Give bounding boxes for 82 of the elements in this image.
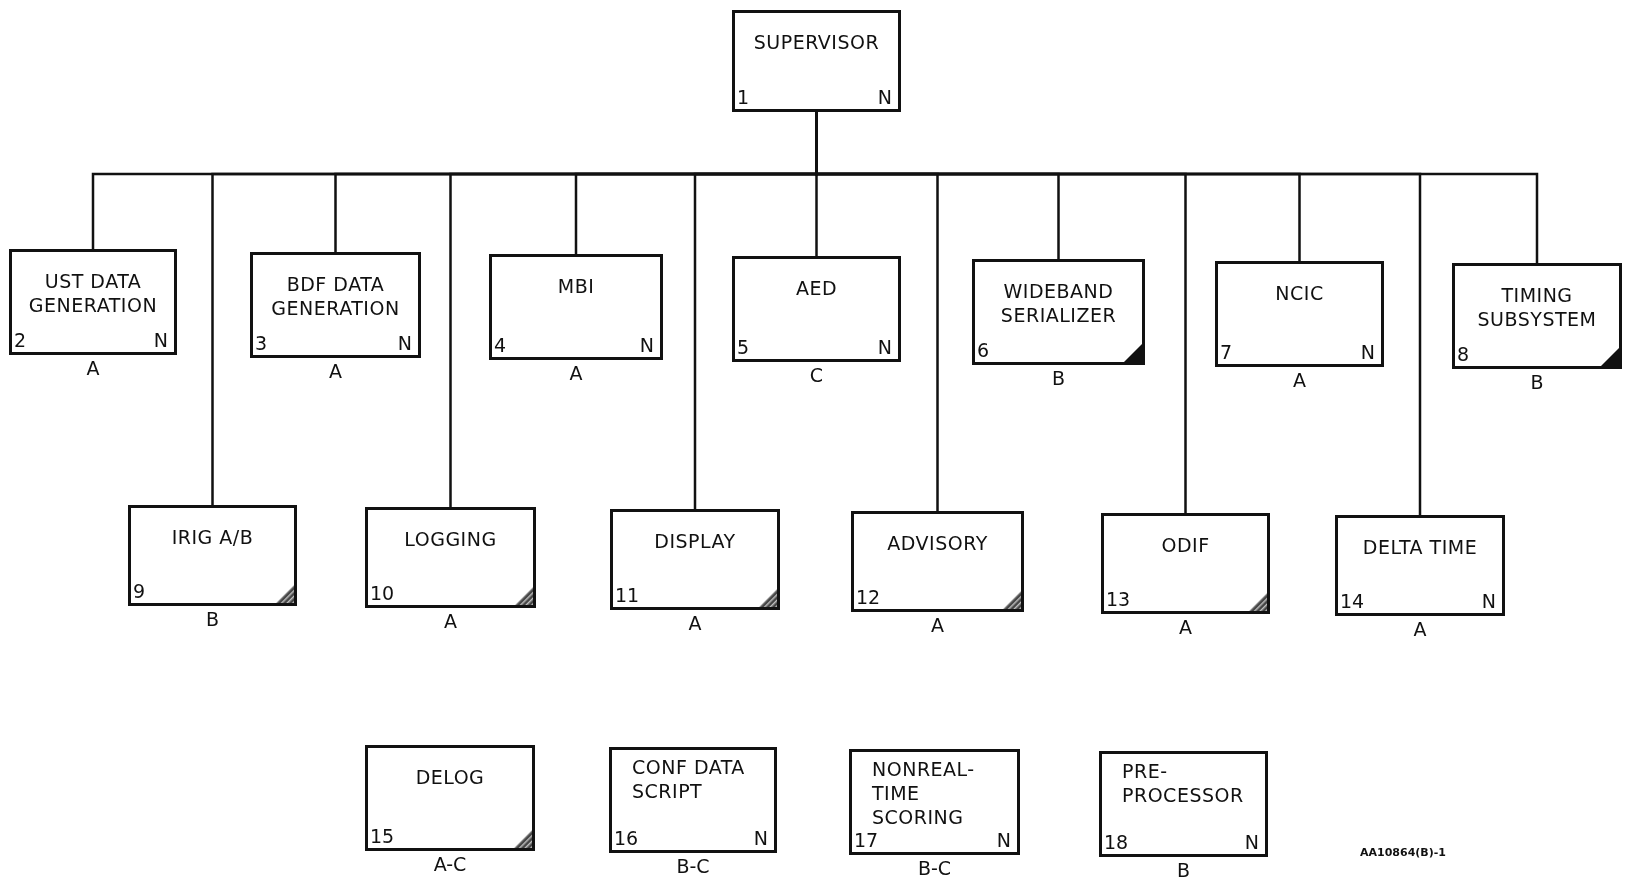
- module-name: CONF DATA SCRIPT: [632, 756, 746, 804]
- module-box: [849, 749, 1020, 855]
- module-box: [972, 259, 1145, 365]
- flag-letter: N: [877, 87, 892, 108]
- module-number: 17: [854, 830, 879, 851]
- category-letter: A: [328, 360, 343, 382]
- module-name: DELOG: [414, 766, 486, 790]
- category-letter: A: [85, 357, 101, 379]
- category-letter: B-C: [675, 855, 711, 877]
- module-name: BDF DATA GENERATION: [270, 273, 401, 321]
- module-number: 9: [133, 581, 146, 602]
- flag-letter: N: [639, 335, 654, 356]
- module-name: UST DATA GENERATION: [27, 270, 159, 318]
- module-number: 14: [1340, 591, 1365, 612]
- module-number: 5: [737, 337, 750, 358]
- module-number: 16: [614, 828, 639, 849]
- module-box: [365, 507, 536, 608]
- module-box: [128, 505, 297, 606]
- category-letter: A-C: [432, 853, 468, 875]
- module-name: MBI: [556, 275, 596, 299]
- module-box: [1215, 261, 1384, 367]
- flag-letter: N: [153, 330, 168, 351]
- module-name: AED: [794, 277, 839, 301]
- module-name: SUPERVISOR: [752, 31, 881, 55]
- module-box: [1452, 263, 1622, 369]
- category-letter: B: [204, 608, 220, 630]
- module-number: 11: [615, 585, 640, 606]
- category-letter: C: [808, 364, 825, 386]
- module-name: NONREAL- TIME SCORING: [872, 758, 976, 830]
- category-letter: A: [687, 612, 703, 634]
- module-name: ODIF: [1160, 534, 1211, 558]
- module-name: DISPLAY: [653, 530, 737, 554]
- module-number: 15: [370, 826, 395, 847]
- module-box: [732, 256, 901, 362]
- flag-letter: N: [753, 828, 768, 849]
- module-box: [9, 249, 177, 355]
- module-number: 13: [1106, 589, 1131, 610]
- module-number: 10: [370, 583, 395, 604]
- module-number: 1: [737, 87, 750, 108]
- module-name: LOGGING: [403, 528, 498, 552]
- category-letter: A: [1292, 369, 1307, 391]
- flag-letter: N: [996, 830, 1011, 851]
- category-letter: A: [1178, 616, 1193, 638]
- module-number: 2: [14, 330, 27, 351]
- module-box: [610, 509, 780, 610]
- category-letter: A: [568, 362, 584, 384]
- category-letter: B-C: [916, 857, 953, 879]
- module-name: PRE- PROCESSOR: [1122, 760, 1245, 808]
- module-number: 8: [1457, 344, 1470, 365]
- category-letter: A: [443, 610, 458, 632]
- module-box: [1101, 513, 1270, 614]
- module-box: [851, 511, 1024, 612]
- module-name: IRIG A/B: [170, 526, 255, 550]
- module-box: [732, 10, 901, 112]
- category-letter: B: [1175, 859, 1191, 881]
- module-name: TIMING SUBSYSTEM: [1476, 284, 1598, 332]
- flag-letter: N: [1244, 832, 1259, 853]
- module-box: [609, 747, 777, 853]
- module-number: 7: [1220, 342, 1233, 363]
- module-name: WIDEBAND SERIALIZER: [999, 280, 1118, 328]
- module-box: [365, 745, 535, 851]
- flag-letter: N: [397, 333, 412, 354]
- module-name: DELTA TIME: [1361, 536, 1479, 560]
- module-number: 6: [977, 340, 990, 361]
- module-box: [489, 254, 663, 360]
- module-name: NCIC: [1274, 282, 1325, 306]
- module-box: [1335, 515, 1505, 616]
- category-letter: B: [1050, 367, 1066, 389]
- category-letter: A: [930, 614, 945, 636]
- module-number: 18: [1104, 832, 1129, 853]
- drawing-number: AA10864(B)-1: [1360, 846, 1446, 859]
- flag-letter: N: [1360, 342, 1375, 363]
- module-number: 12: [856, 587, 881, 608]
- module-name: ADVISORY: [886, 532, 989, 556]
- flag-letter: N: [1481, 591, 1496, 612]
- category-letter: B: [1529, 371, 1545, 393]
- category-letter: A: [1412, 618, 1428, 640]
- module-number: 4: [494, 335, 507, 356]
- module-box: [250, 252, 421, 358]
- flag-letter: N: [877, 337, 892, 358]
- module-box: [1099, 751, 1268, 857]
- module-number: 3: [255, 333, 268, 354]
